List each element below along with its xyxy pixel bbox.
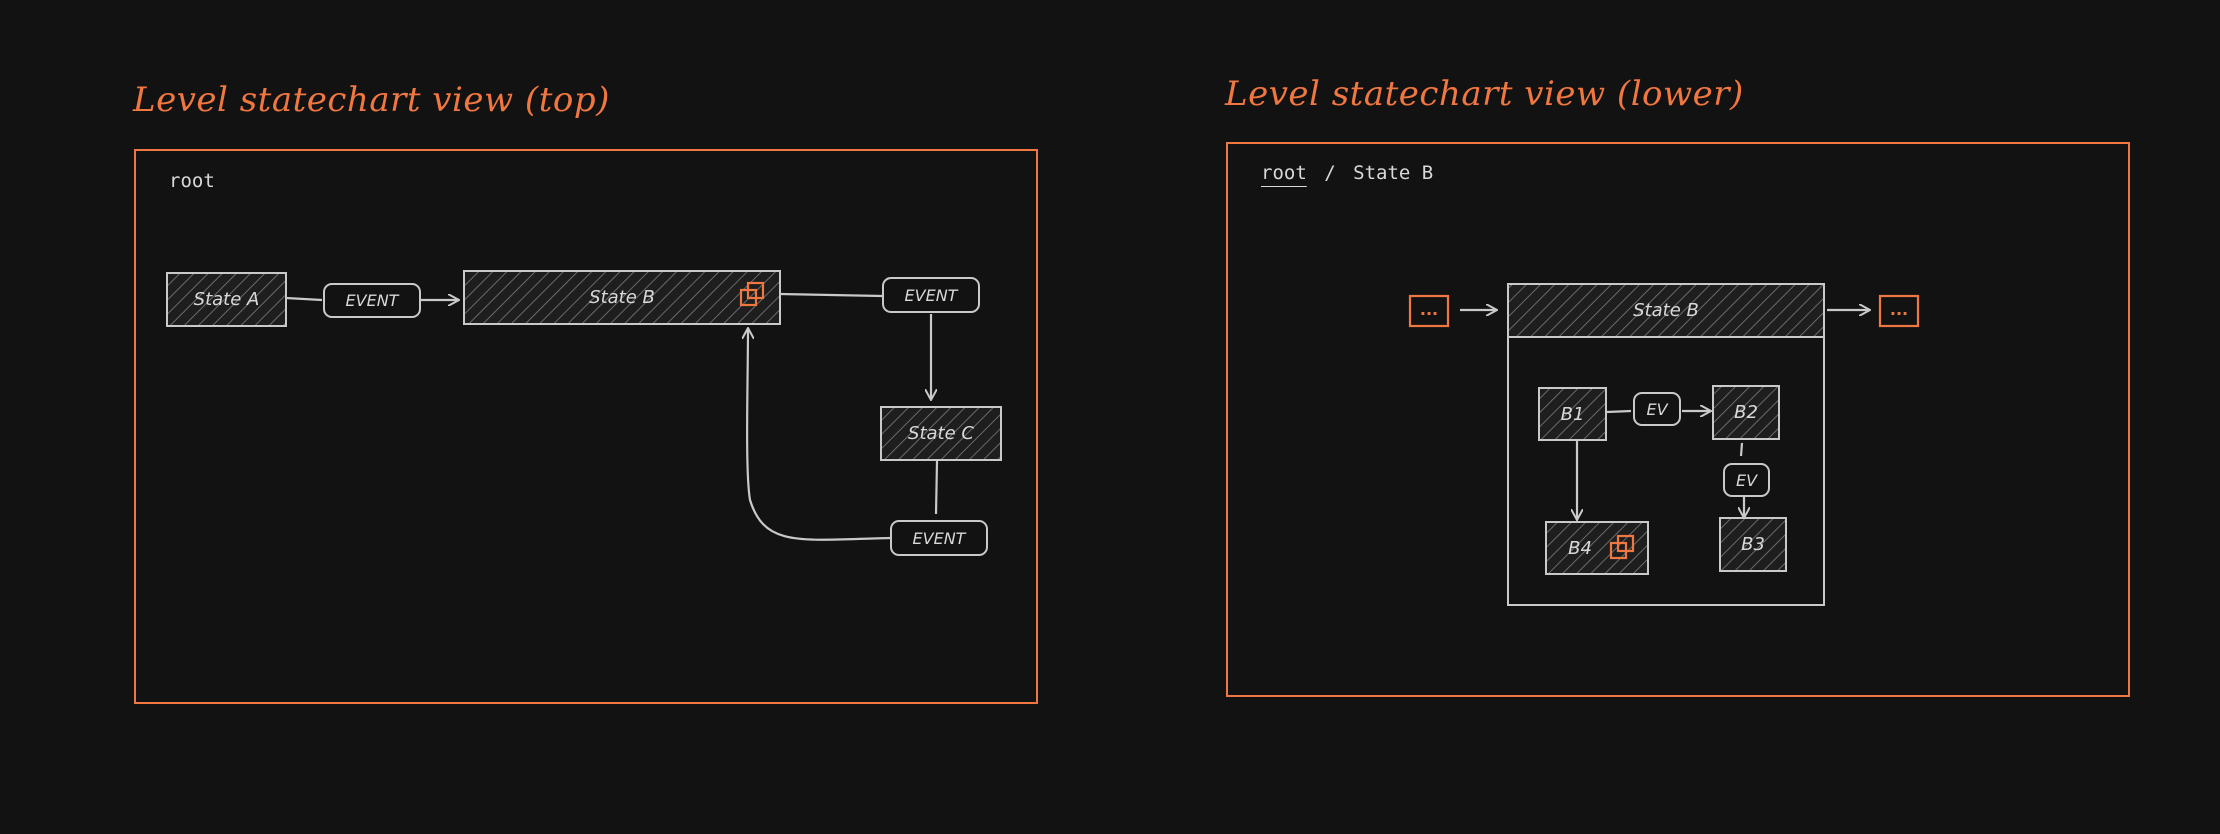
edge-b1-to-ev (1606, 409, 1632, 414)
b4-label: B4 (1568, 537, 1592, 559)
b1-node[interactable] (1538, 387, 1607, 441)
ev-b2-b3-label: EV (1735, 470, 1758, 490)
b3-label: B3 (1741, 534, 1765, 555)
outgoing-transition-label: ... (1889, 299, 1909, 319)
lower-view-title: Level statechart view (lower) (1225, 74, 1744, 114)
edge-b2-to-ev (1739, 442, 1744, 457)
state-b-header-label: State B (1633, 300, 1699, 321)
event-ab-label: EVENT (345, 291, 399, 310)
incoming-transition-node[interactable] (1408, 294, 1450, 328)
breadcrumb-root: root (169, 170, 215, 192)
incoming-transition-label: ... (1419, 299, 1439, 319)
ev-b1-b2-node[interactable] (1633, 392, 1681, 426)
top-view-breadcrumb: root (169, 170, 215, 192)
state-b-header[interactable] (1507, 283, 1825, 338)
state-a-label: State A (193, 289, 260, 310)
event-bc-label: EVENT (904, 285, 958, 305)
state-c-node[interactable] (880, 406, 1002, 461)
event-cb-node[interactable] (890, 520, 988, 556)
edge-b-to-event (779, 292, 883, 298)
lower-view-frame (1226, 142, 2130, 697)
event-bc-node[interactable] (882, 277, 980, 313)
edge-c-to-event (934, 460, 939, 515)
breadcrumb-current: State B (1353, 162, 1434, 184)
b2-node[interactable] (1712, 385, 1780, 440)
b2-label: B2 (1734, 402, 1758, 423)
edge-event-to-b-return (747, 328, 892, 541)
breadcrumb-root-link[interactable]: root (1261, 162, 1307, 184)
ev-b1-b2-label: EV (1646, 399, 1668, 419)
top-view-title: Level statechart view (top) (133, 80, 610, 120)
b3-node[interactable] (1719, 517, 1787, 572)
state-b-node[interactable] (463, 270, 781, 325)
expand-state-icon[interactable] (1609, 534, 1635, 560)
expand-state-icon[interactable] (739, 281, 765, 307)
state-c-label: State C (908, 423, 974, 444)
outgoing-transition-node[interactable] (1878, 294, 1920, 328)
top-view-frame (134, 149, 1038, 704)
event-cb-label: EVENT (912, 528, 966, 548)
edge-a-to-event (285, 296, 323, 302)
b4-node[interactable] (1545, 521, 1649, 575)
state-b-label: State B (589, 287, 655, 308)
ev-b2-b3-node[interactable] (1723, 463, 1770, 497)
breadcrumb-separator: / (1324, 162, 1336, 184)
event-ab-node[interactable] (323, 283, 421, 318)
state-a-node[interactable] (166, 272, 287, 327)
lower-view-breadcrumb: root / State B (1261, 162, 1433, 184)
b1-label: B1 (1560, 403, 1585, 425)
